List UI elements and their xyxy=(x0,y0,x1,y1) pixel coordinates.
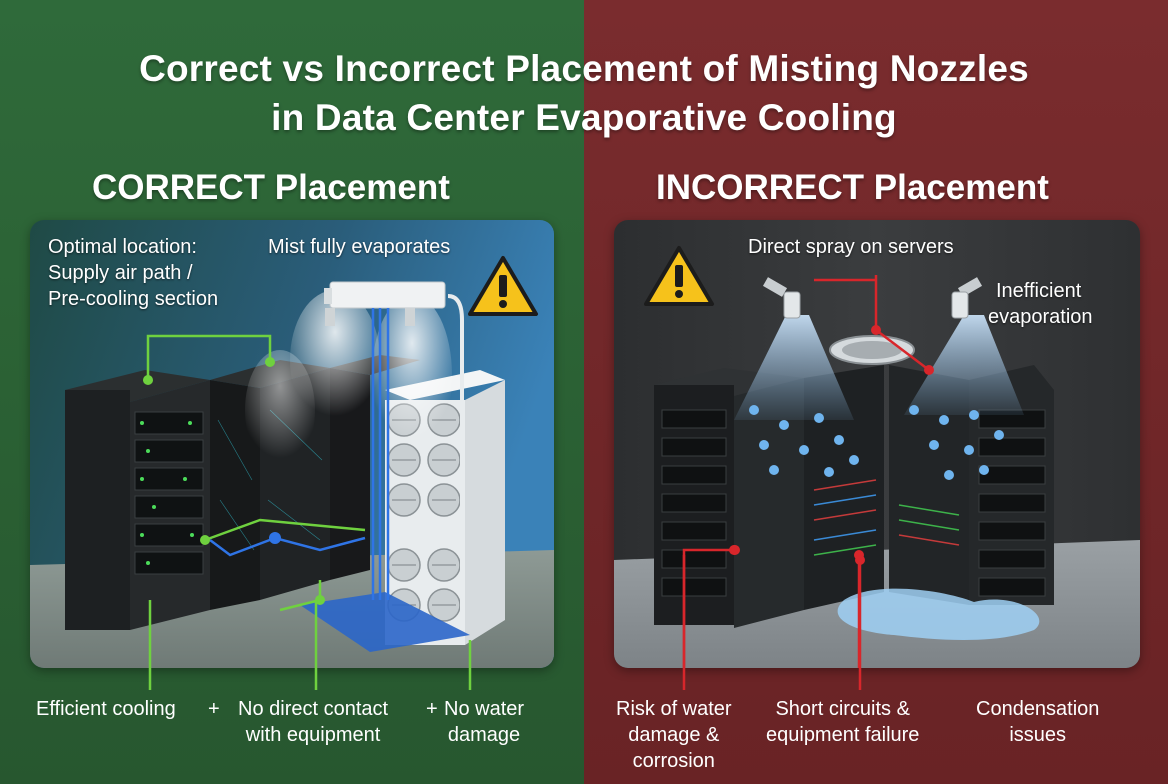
server-rack xyxy=(804,365,884,610)
caption-line: Condensation xyxy=(976,698,1100,720)
caption-line: damage & xyxy=(628,724,720,746)
caption-no-direct-contact: No direct contact with equipment xyxy=(238,696,388,748)
plus-sign: + xyxy=(208,698,220,720)
caption-line: No water xyxy=(444,698,525,720)
water-drops xyxy=(749,405,1004,480)
caption-line: damage xyxy=(447,724,521,746)
server-rack xyxy=(969,365,1054,605)
water-puddle-icon xyxy=(837,588,1040,640)
caption-line: No direct contact xyxy=(238,698,389,720)
title-line-1: Correct vs Incorrect Placement of Mistin… xyxy=(139,48,1029,89)
main-title: Correct vs Incorrect Placement of Mistin… xyxy=(0,44,1168,142)
callout-line: Inefficient xyxy=(996,280,1082,302)
title-line-2: in Data Center Evaporative Cooling xyxy=(271,97,897,138)
caption-risk-water-damage: Risk of water damage & corrosion xyxy=(616,696,732,774)
callout-direct-spray: Direct spray on servers xyxy=(748,236,954,258)
mist-plume xyxy=(245,290,452,470)
caption-condensation: Condensation issues xyxy=(976,696,1099,748)
correct-panel xyxy=(30,220,554,668)
misting-nozzle-icon xyxy=(762,277,801,319)
server-rack xyxy=(65,370,210,630)
caption-line: issues xyxy=(1009,724,1067,746)
caption-line: equipment failure xyxy=(766,724,920,746)
callout-line: Pre-cooling section xyxy=(48,288,219,310)
callout-optimal-location: Optimal location: Supply air path / Pre-… xyxy=(48,234,218,312)
warning-triangle-icon xyxy=(644,246,714,306)
callout-line: Optimal location: xyxy=(48,236,197,258)
caption-short-circuits: Short circuits & equipment failure xyxy=(766,696,919,748)
plus-sign: + xyxy=(426,698,438,720)
caption-line: Risk of water xyxy=(616,698,732,720)
incorrect-panel xyxy=(614,220,1140,668)
caption-efficient-cooling: Efficient cooling xyxy=(36,696,176,722)
caption-line: Short circuits & xyxy=(775,698,910,720)
caption-line: Efficient cooling xyxy=(36,698,176,720)
caption-line: with equipment xyxy=(245,724,381,746)
misting-nozzle-icon xyxy=(951,277,983,319)
drain-tray xyxy=(300,592,470,652)
callout-line: evaporation xyxy=(988,306,1093,328)
callout-line: Supply air path / xyxy=(48,262,193,284)
correct-heading: CORRECT Placement xyxy=(92,168,450,207)
incorrect-heading: INCORRECT Placement xyxy=(656,168,1049,207)
server-rack xyxy=(889,365,969,605)
callout-inefficient-evaporation: Inefficient evaporation xyxy=(988,278,1093,330)
caption-no-water-damage: No water damage xyxy=(444,696,524,748)
callout-mist-evaporates: Mist fully evaporates xyxy=(268,236,451,258)
direct-spray-cone xyxy=(734,315,1024,420)
caption-line: corrosion xyxy=(632,750,715,772)
misting-nozzle-icon xyxy=(324,281,464,620)
warning-triangle-icon xyxy=(468,256,538,316)
